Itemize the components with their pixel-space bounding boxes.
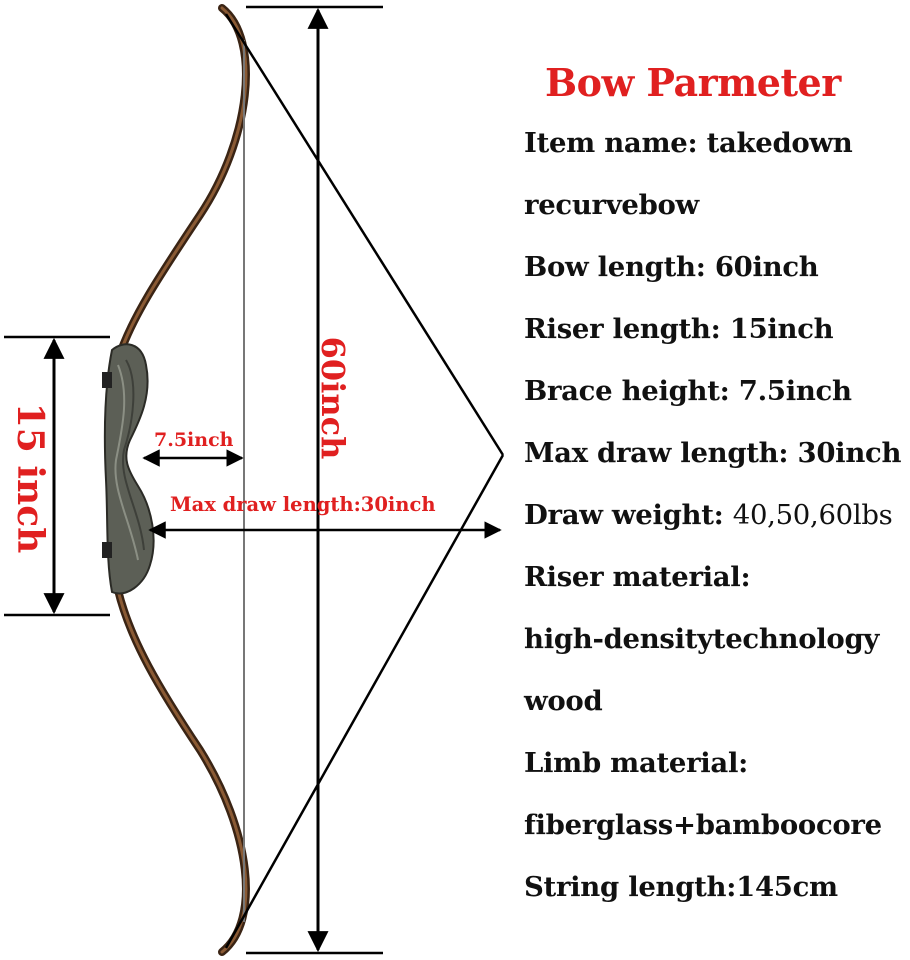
bow-lower-limb-grain: [116, 588, 248, 954]
drawn-string-upper: [224, 13, 505, 456]
spec-brace-height: Brace height: 7.5inch: [524, 375, 852, 407]
spec-draw-weight: Draw weight: 40,50,60lbs: [524, 484, 908, 546]
spec-draw-weight-value: 40,50,60lbs: [732, 499, 893, 531]
spec-item-name-cont: recurvebow: [524, 189, 699, 221]
spec-riser-material: Riser material:: [524, 561, 751, 593]
spec-limb-material: Limb material:: [524, 747, 748, 779]
spec-riser-length: Riser length: 15inch: [524, 313, 834, 345]
riser-grain-2: [122, 359, 145, 551]
bow-upper-limb: [114, 4, 250, 364]
spec-draw-weight-label: Draw weight:: [524, 499, 724, 531]
spec-list: Item name: takedown recurvebow Bow lengt…: [524, 112, 908, 918]
spec-string-length: String length:145cm: [524, 871, 838, 903]
spec-item-name: Item name: takedown: [524, 127, 853, 159]
bow-riser: [103, 343, 155, 595]
spec-riser-material-value-cont: wood: [524, 685, 603, 717]
riser-grain-1: [114, 364, 139, 561]
riser-length-label: 15 inch: [9, 403, 51, 554]
spec-riser-material-value: high-densitytechnology: [524, 623, 880, 655]
max-draw-label: Max draw length:30inch: [170, 493, 436, 516]
spec-limb-material-value: fiberglass+bamboocore: [524, 809, 882, 841]
spec-bow-length: Bow length: 60inch: [524, 251, 819, 283]
riser-bottom-bolt: [102, 542, 112, 558]
bow-length-label: 60inch: [314, 337, 352, 460]
brace-height-label: 7.5inch: [154, 429, 234, 451]
spec-max-draw-length: Max draw length: 30inch: [524, 437, 902, 469]
riser-top-bolt: [102, 372, 112, 388]
spec-title: Bow Parmeter: [545, 60, 841, 105]
